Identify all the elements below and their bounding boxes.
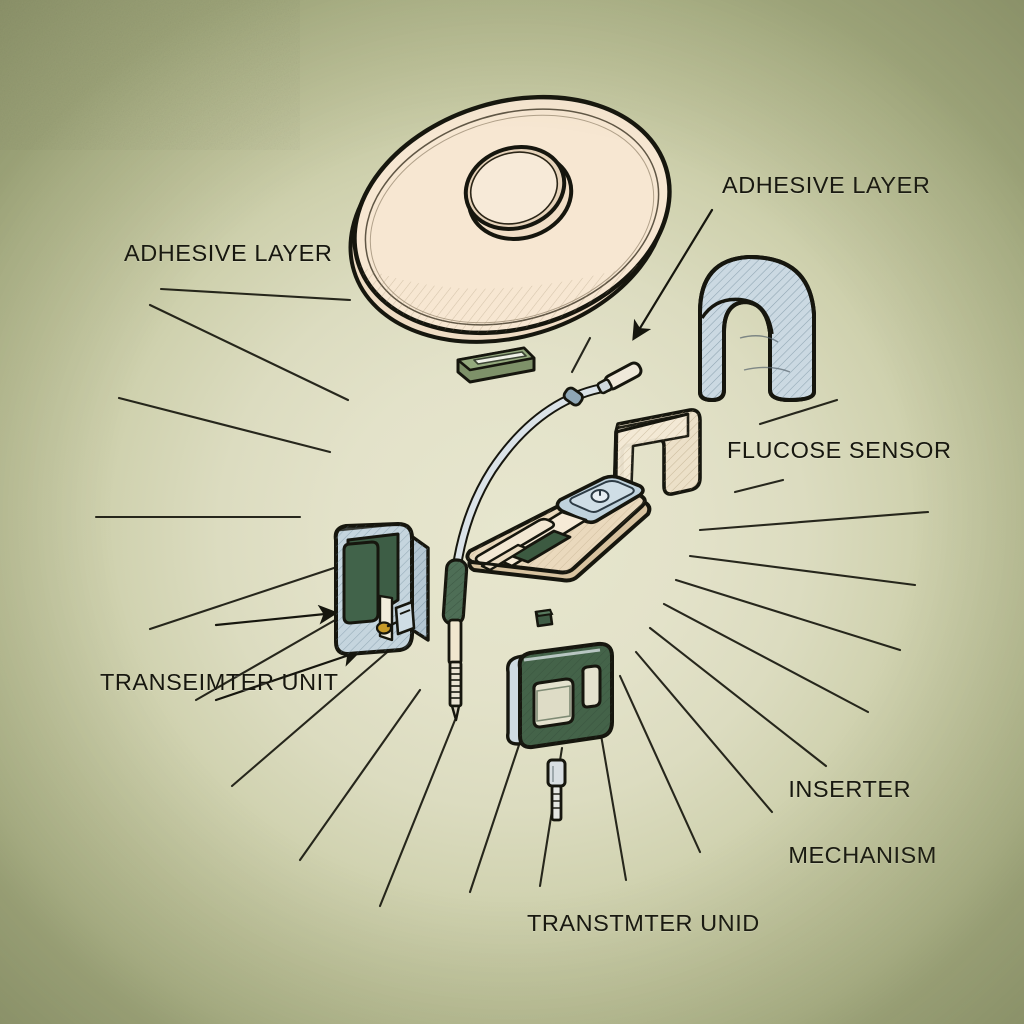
sensor-dome-cover — [698, 254, 816, 402]
label-glucose-sensor: FLUCOSE SENSOR — [727, 437, 952, 463]
transmitter-block — [333, 522, 430, 656]
green-plate — [506, 641, 614, 750]
small-green-chip — [456, 346, 536, 384]
label-inserter-mechanism-line2: MECHANISM — [788, 842, 937, 868]
adhesive-oval-patch — [330, 94, 700, 360]
leader-transmitter-a — [214, 604, 339, 627]
leader-transmitter-b — [214, 647, 362, 702]
label-adhesive-layer-left: ADHESIVE LAYER — [124, 240, 333, 266]
label-adhesive-layer-right: ADHESIVE LAYER — [722, 172, 931, 198]
label-inserter-mechanism: INSERTER MECHANISM — [760, 740, 937, 905]
small-pin — [546, 758, 567, 822]
tiny-cube — [534, 608, 554, 628]
sensor-filament-cable — [441, 361, 643, 722]
central-device-body — [465, 474, 652, 583]
label-transmitter-unit-bottom: TRANSTMTER UNID — [527, 910, 760, 936]
label-transmitter-unit-left: TRANSEIMTER UNIT — [100, 669, 339, 695]
leader-adhesive-right — [632, 208, 714, 341]
label-inserter-mechanism-line1: INSERTER — [788, 776, 912, 802]
